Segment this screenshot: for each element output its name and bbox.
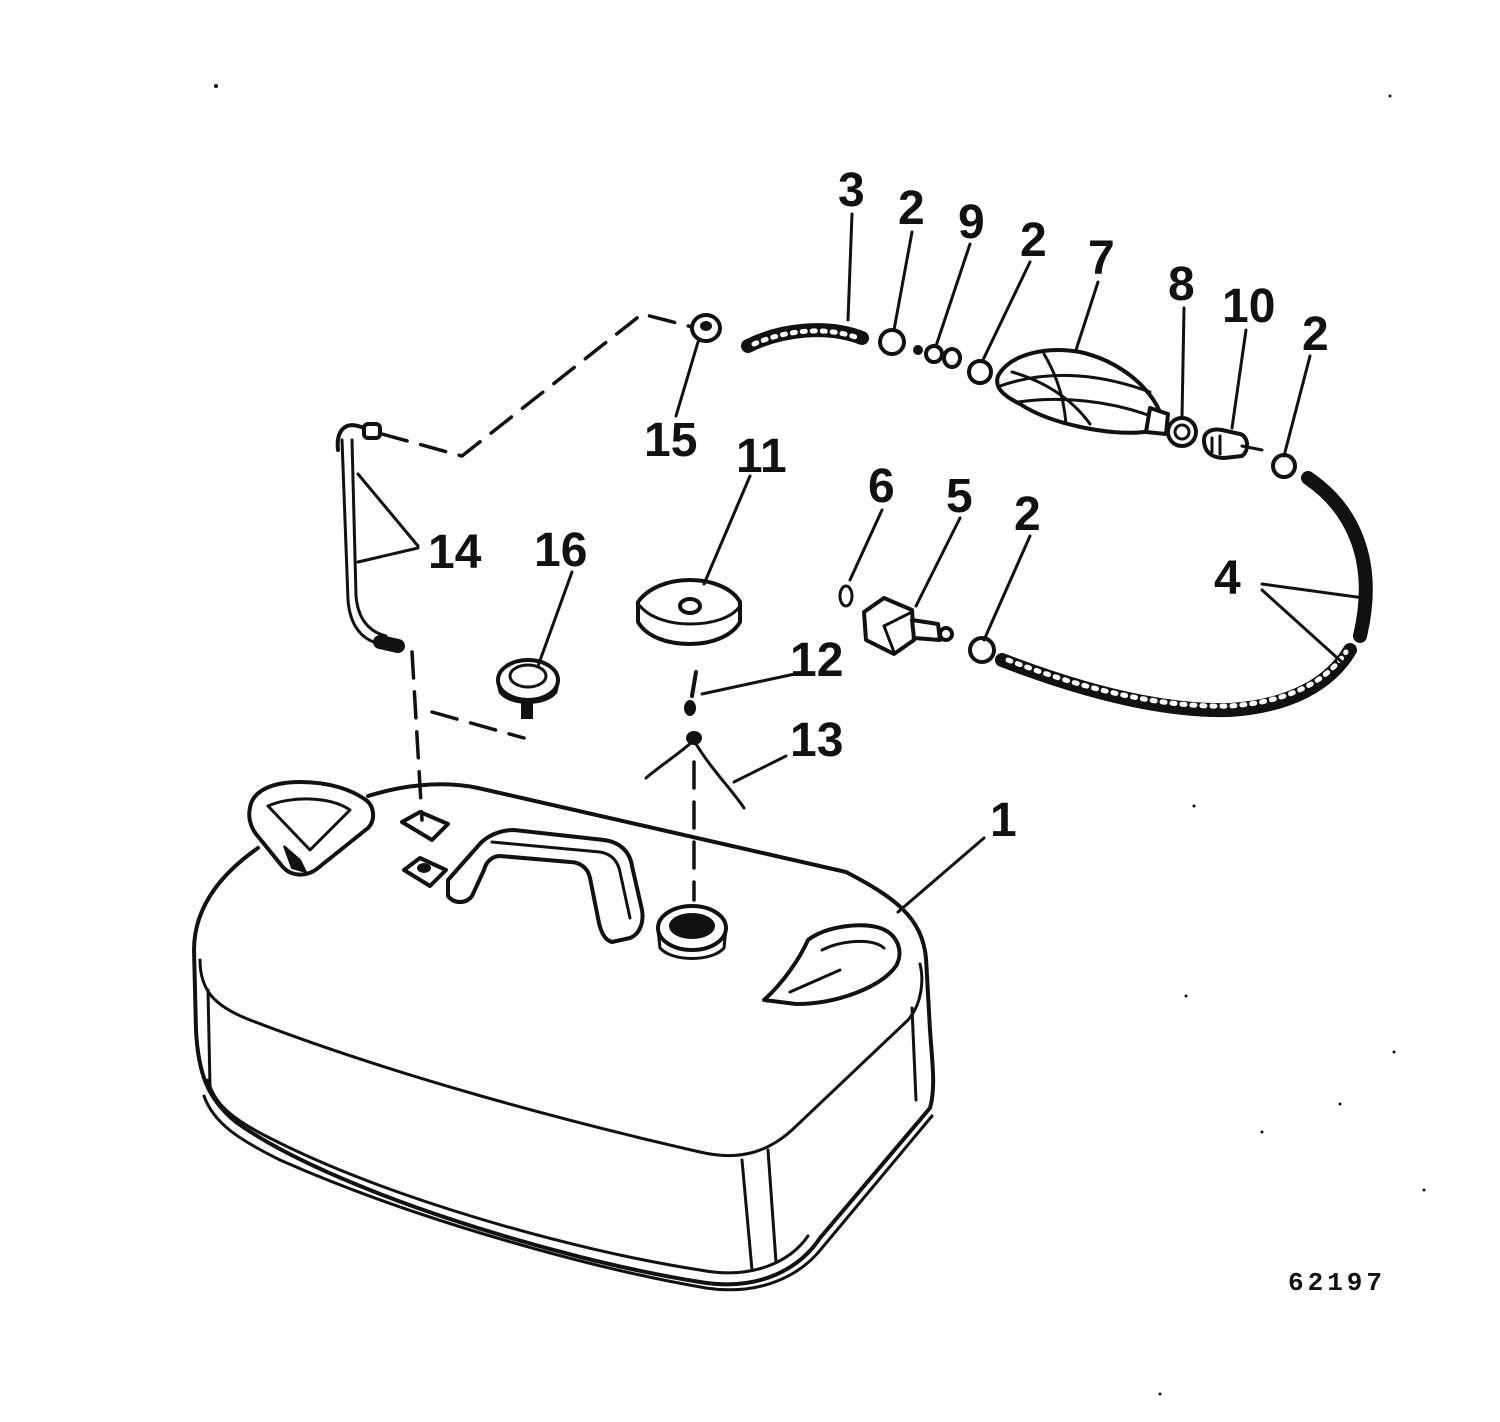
callout-2-clamp-c: 2 <box>1302 308 1329 361</box>
callout-13: 13 <box>790 714 843 767</box>
callout-11: 11 <box>736 430 787 483</box>
leader-lines <box>356 212 1366 914</box>
fuel-gauge <box>496 658 560 719</box>
fuel-tank <box>192 780 936 1292</box>
cap-retainer <box>684 670 698 716</box>
check-valve <box>913 344 962 369</box>
callout-4: 4 <box>1214 552 1241 605</box>
callout-3: 3 <box>838 164 865 217</box>
o-ring <box>838 584 854 608</box>
callout-15: 15 <box>644 414 697 467</box>
callout-1: 1 <box>990 794 1017 847</box>
callout-2-clamp-a: 2 <box>898 182 925 235</box>
callout-16: 16 <box>534 524 587 577</box>
hose-clamps <box>878 328 1297 664</box>
assembly-guides <box>380 312 698 902</box>
callout-6: 6 <box>868 460 895 513</box>
callout-8: 8 <box>1168 258 1195 311</box>
primer-bulb <box>995 348 1170 436</box>
callout-7: 7 <box>1088 232 1115 285</box>
tank-fitting <box>862 596 954 656</box>
filler-cap <box>636 578 742 646</box>
callout-14: 14 <box>428 526 482 579</box>
cap-chain <box>644 731 746 810</box>
hose-short <box>741 323 869 353</box>
figure-number: 62197 <box>1288 1268 1386 1298</box>
callout-9: 9 <box>958 196 985 249</box>
callout-10: 10 <box>1222 280 1275 333</box>
callout-12: 12 <box>790 634 843 687</box>
engine-connector <box>1202 427 1264 460</box>
pickup-tube <box>335 422 405 653</box>
callout-numbers: 1 2 2 2 2 3 4 5 6 7 8 9 10 11 12 13 14 1… <box>428 164 1386 1298</box>
callout-5: 5 <box>946 470 973 523</box>
hose-long <box>995 471 1373 718</box>
callout-2-clamp-b: 2 <box>1020 214 1047 267</box>
tank-connector <box>690 313 722 343</box>
outlet-valve <box>1166 416 1198 448</box>
callout-2-clamp-d: 2 <box>1014 488 1041 541</box>
print-specks <box>214 84 1426 1396</box>
